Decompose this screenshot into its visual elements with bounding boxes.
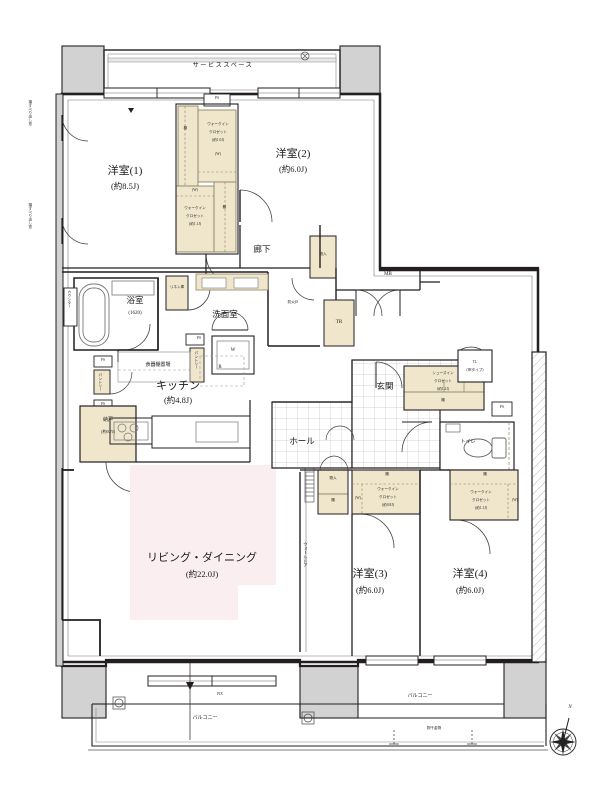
- door-swing-pantry: [109, 371, 133, 395]
- label-counter: カウンター: [67, 290, 72, 308]
- window-bed3-bottom: [365, 655, 419, 666]
- drying-rack-marks: [389, 730, 477, 745]
- label-shelf-wic-b: 棚: [222, 205, 227, 209]
- door-swing-entrance: [375, 361, 403, 389]
- linen-cabinet: [165, 275, 189, 311]
- corridor-walls: [319, 225, 337, 300]
- tr-block: [323, 299, 355, 347]
- wic-top-a-shape: [177, 105, 237, 187]
- mb-region: [336, 268, 440, 291]
- ps-box-washroom: [185, 333, 205, 346]
- door-swing-linen: [187, 287, 211, 311]
- label-casement-window-lower: 竆すべり出し窓: [28, 203, 33, 229]
- bath-counter: [111, 280, 155, 296]
- casement-window-lower: [61, 217, 89, 245]
- nando-storage: [79, 405, 137, 463]
- label-pantry: パントリー: [194, 351, 199, 369]
- counter-box: [63, 287, 78, 327]
- window-bedroom1-top: [103, 87, 211, 99]
- compass-rose: [549, 717, 577, 756]
- envelope-inner-line: [67, 99, 533, 657]
- door-swing-hall-top: [325, 425, 355, 441]
- window-bed4-bottom: [433, 655, 487, 666]
- wic-top-b-shape: [175, 181, 237, 253]
- top-bedrooms: [62, 225, 320, 269]
- wic-outline: [175, 103, 239, 255]
- door-swing-monoire: [291, 277, 315, 301]
- label-shelf-wic-a: 棚: [183, 126, 188, 130]
- living-dining-area: [130, 465, 276, 620]
- door-swing-monoire-hall: [319, 455, 349, 471]
- right-exterior-wall: [531, 351, 547, 663]
- label-pantry-left: パントリー: [98, 373, 103, 391]
- label-wall-door: ウォールドア: [303, 542, 309, 568]
- label-casement-window-upper: 竆すべり出し窓: [28, 100, 33, 126]
- vanity-counter: [195, 273, 269, 291]
- washing-machine: [211, 335, 255, 375]
- monoire-corridor: [309, 235, 337, 279]
- living-walls: [62, 469, 101, 656]
- window-bedroom2-top: [257, 87, 341, 99]
- monoire-hall: [317, 469, 349, 515]
- balcony-left: [91, 703, 544, 747]
- wic-bed3-shape: [351, 469, 421, 515]
- tl-room: [457, 349, 493, 383]
- casement-window-upper: [61, 114, 89, 142]
- wic-bed4-shape: [449, 469, 519, 521]
- entrance-step: [272, 360, 353, 403]
- door-swing-bedroom2: [239, 189, 273, 223]
- ps-box-entrance: [491, 401, 513, 417]
- service-space-area: [103, 49, 341, 95]
- direction-marker: [128, 108, 134, 113]
- toilet-fixture: [463, 437, 507, 459]
- window-living-bottom: [147, 675, 277, 687]
- kitchen-zone: [117, 349, 191, 383]
- toilet-tank: [445, 423, 461, 433]
- washroom-door: [211, 311, 249, 331]
- pantry-left: [93, 369, 111, 395]
- door-swing-tl: [459, 346, 483, 351]
- ps-box-top: [203, 93, 231, 107]
- door-swings-mb: [355, 289, 401, 317]
- refrigerator-space: [199, 355, 245, 387]
- balcony-outline: [88, 703, 548, 751]
- ps-box-kitchen-upper: [93, 355, 113, 368]
- bathtub: [78, 283, 110, 347]
- hall-tiles: [271, 401, 353, 469]
